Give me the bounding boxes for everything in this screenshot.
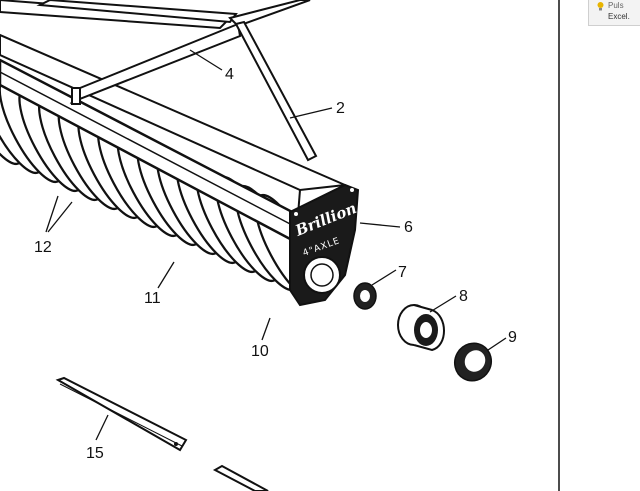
- callout-4: 4: [225, 66, 234, 83]
- callout-7: 7: [398, 264, 407, 281]
- leader-lines: [45, 49, 507, 441]
- callout-2: 2: [336, 100, 345, 117]
- leader-4: [189, 49, 223, 71]
- part-7-washer: [353, 282, 377, 310]
- roller-discs: [0, 58, 320, 301]
- callout-10: 10: [251, 343, 269, 360]
- leader-9: [487, 337, 507, 351]
- leader-7: [371, 269, 397, 286]
- leader-12a: [45, 195, 59, 233]
- toast-title: Puls: [608, 1, 624, 10]
- leader-15: [95, 414, 109, 441]
- excel-notification-toast[interactable]: Puls Excel.: [588, 0, 640, 26]
- leader-10: [261, 317, 271, 341]
- leader-11: [157, 261, 175, 289]
- hitch-frame: [0, 0, 311, 105]
- callout-11: 11: [144, 290, 161, 307]
- end-plate: Brillion 4"AXLE: [289, 183, 359, 307]
- callout-8: 8: [459, 288, 468, 305]
- callout-labels: 2 4 6 7 8 9 10 11 12 15: [34, 66, 517, 462]
- callout-9: 9: [508, 329, 517, 346]
- leader-12b: [47, 201, 73, 233]
- toast-app-name: Excel.: [608, 12, 630, 21]
- leader-8: [429, 295, 457, 313]
- part-partial-bar: [212, 464, 269, 491]
- lightbulb-icon: [597, 2, 604, 11]
- part-8-bearing: [397, 304, 445, 352]
- part-15-bar: [55, 376, 188, 452]
- part-9-seal: [453, 342, 493, 382]
- leader-6: [359, 222, 401, 228]
- diagonal-brace: [234, 20, 318, 162]
- callout-6: 6: [404, 219, 413, 236]
- callout-15: 15: [86, 445, 104, 462]
- callout-12: 12: [34, 239, 52, 256]
- leader-2: [289, 107, 333, 119]
